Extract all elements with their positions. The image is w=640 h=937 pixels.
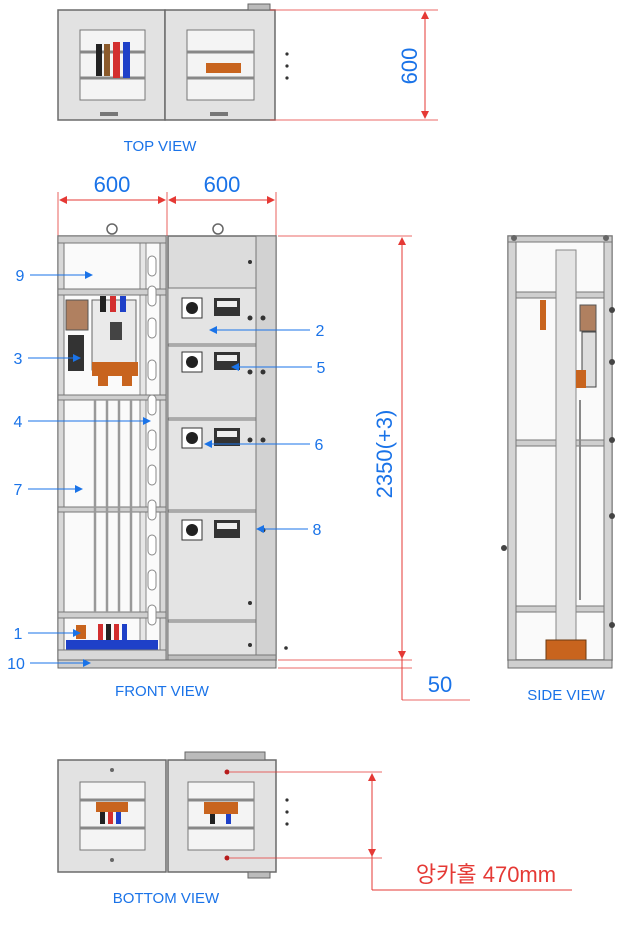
front-view-title: FRONT VIEW [115,683,210,700]
front-width-dimension [57,192,277,236]
side-view [501,235,615,669]
top-depth-dimension [270,9,438,121]
front-right-cabinet [167,223,288,661]
front-width-left-label: 600 [94,172,131,197]
callout-1: 1 [14,626,23,643]
callout-leaders [28,271,312,667]
base-height-label: 50 [428,672,452,697]
front-height-dimension [278,235,470,701]
top-depth-label: 600 [397,48,422,85]
callout-7: 7 [14,482,23,499]
side-view-title: SIDE VIEW [527,687,605,704]
front-post-slots [147,255,157,626]
anchor-hole-dimension [230,771,572,891]
front-height-label: 2350(+3) [372,410,397,499]
callout-2: 2 [316,323,325,340]
callout-3: 3 [14,351,23,368]
top-view-title: TOP VIEW [124,138,198,155]
bottom-view [57,751,289,879]
callout-8: 8 [313,522,322,539]
front-width-right-label: 600 [204,172,241,197]
callout-5: 5 [317,360,326,377]
anchor-hole-label: 앙카홀 470mm [416,862,556,887]
callout-9: 9 [16,268,25,285]
callout-numbers: 9 3 4 7 1 10 2 5 6 8 [7,268,325,673]
front-base [57,659,277,669]
callout-4: 4 [14,414,23,431]
callout-10: 10 [7,656,25,673]
bottom-view-title: BOTTOM VIEW [113,890,220,907]
top-view [57,3,289,121]
callout-6: 6 [315,437,324,454]
